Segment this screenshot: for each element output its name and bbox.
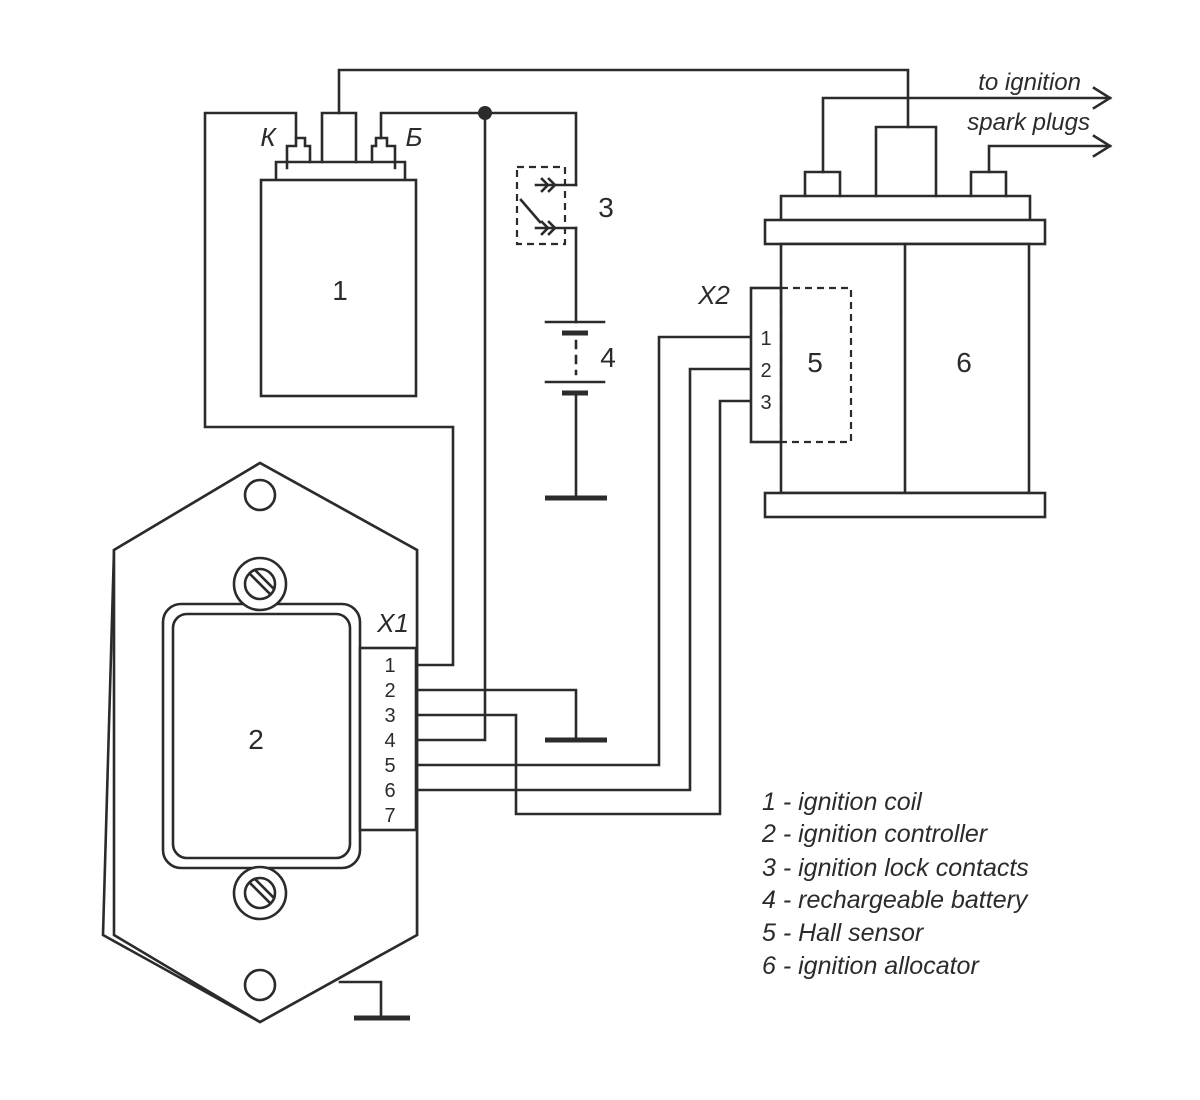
controller-module-inner [171,612,352,860]
arrow-head-2 [1092,134,1113,158]
screw-slot-top [248,572,272,596]
mounting-hole-top [243,478,277,512]
output-note-line2: spark plugs [967,109,1090,136]
coil-terminal-b [370,136,397,170]
x2-pin-2: 2 [760,360,771,382]
x2-connector [749,286,783,444]
wire-coil-k-to-x1-pin1 [203,111,455,667]
ignition-allocator: 6 [763,125,1047,519]
lock-switch-lever [519,198,542,224]
wire-x1-pin3-to-x2-pin3 [414,399,753,816]
lock-number: 3 [598,192,614,223]
legend-item-6: 6 - ignition allocator [762,952,980,980]
x1-pin-2: 2 [384,680,395,702]
coil-body [259,178,418,398]
ignition-lock: 3 [515,165,614,246]
output-note-line1: to ignition [978,69,1081,96]
ignition-controller: 2 X1 1 2 3 4 5 6 7 [101,461,419,1024]
legend-item-1: 1 - ignition coil [762,788,923,816]
x2-connector-label: X2 [697,280,730,310]
screw-slot-bottom-2 [253,877,276,900]
legend: 1 - ignition coil 2 - ignition controlle… [761,788,1029,980]
x1-connector-label: X1 [376,608,409,638]
allocator-bottom-flange [763,491,1047,519]
mounting-hole-bottom [243,968,277,1002]
x1-pin-5: 5 [384,755,395,777]
wire-x1-pin5-to-x2-pin1 [414,335,753,767]
junction-dot [478,106,492,120]
coil-terminal-center [320,111,358,164]
lock-chevron-top [540,177,550,193]
allocator-tower-left [803,170,842,198]
wire-x1-pin2-to-ground [414,688,578,742]
legend-item-2: 2 - ignition controller [761,820,989,848]
hall-number: 5 [807,347,823,378]
coil-top-step [274,160,407,182]
x1-pin-1: 1 [384,655,395,677]
allocator-cap [779,194,1032,222]
allocator-tower-center [874,125,938,198]
controller-number: 2 [248,724,264,755]
x2-pin-3: 3 [760,392,771,414]
wire-x1-pin6-to-x2-pin2 [414,367,753,792]
wire-allocator-output-2 [987,144,1112,174]
lock-chevron-bottom [540,220,550,236]
arrow-head-1 [1092,86,1113,110]
x1-pin-3: 3 [384,705,395,727]
x1-pin-4: 4 [384,730,395,752]
allocator-tower-right [969,170,1008,198]
hall-dashed-box [779,286,853,444]
lock-chevron-bottom-2 [547,220,557,236]
x2-pin-1: 1 [760,328,771,350]
x1-pin-7: 7 [384,805,395,827]
wires [203,68,1113,1020]
coil-terminal-k-label: К [260,122,277,152]
legend-item-5: 5 - Hall sensor [762,919,925,947]
lock-chevron-top-2 [547,177,557,193]
ignition-coil: 1 К Б [259,111,423,398]
wire-junction-to-x1-pin4 [414,111,487,742]
coil-terminal-k [285,136,312,170]
allocator-number: 6 [956,347,972,378]
screw-slot-top-2 [253,568,276,591]
coil-terminal-b-label: Б [406,122,423,152]
lock-dashed-box [515,165,567,246]
legend-item-3: 3 - ignition lock contacts [762,854,1029,882]
screw-slot-bottom [248,881,272,905]
allocator-top-flange [763,218,1047,246]
x1-connector [358,646,418,832]
hall-sensor: 5 1 2 3 X2 [697,280,853,444]
legend-item-4: 4 - rechargeable battery [762,886,1029,914]
battery: 4 [544,320,616,396]
x1-pin-6: 6 [384,780,395,802]
wire-controller-to-ground [338,980,383,1020]
battery-number: 4 [600,342,616,373]
coil-number: 1 [332,275,348,306]
wire-allocator-output-1 [821,96,1112,174]
